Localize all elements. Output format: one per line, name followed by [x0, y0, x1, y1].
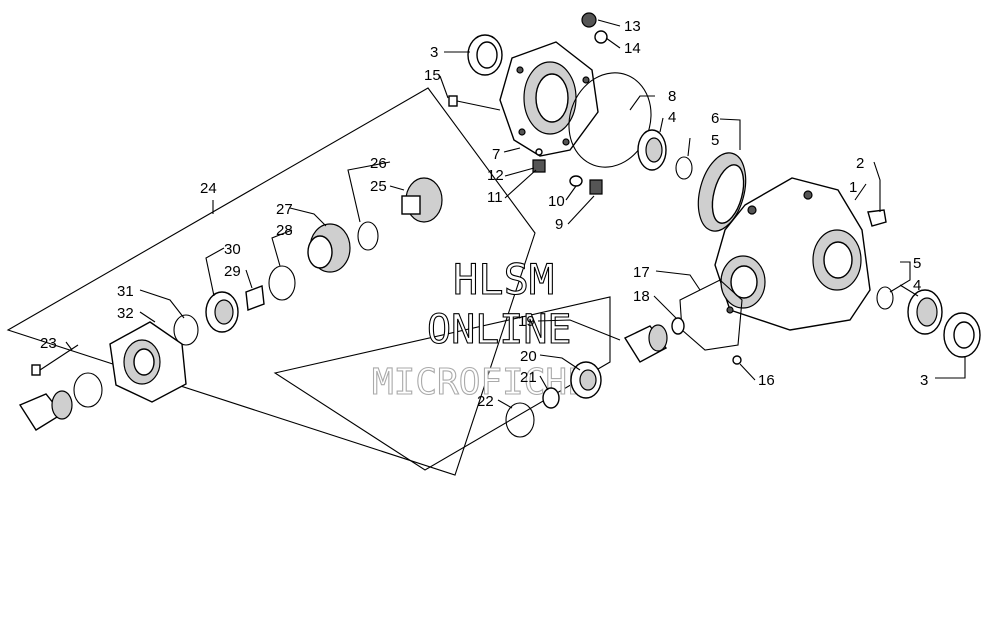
seal-part-top	[467, 34, 503, 76]
gear-part-25	[401, 177, 443, 223]
washer-part-10	[569, 175, 583, 187]
bolt-part-15	[448, 95, 501, 111]
callout-5-top: 5	[711, 132, 719, 149]
hub-part-27	[307, 223, 351, 273]
callout-19: 19	[518, 313, 535, 330]
plug-part-9	[589, 179, 603, 195]
callout-5-bottom: 5	[913, 255, 921, 272]
callout-2: 2	[856, 155, 864, 172]
watermark-line2: ONLINE	[427, 307, 572, 353]
seal-part-left	[73, 372, 103, 408]
bearing-part-20	[570, 361, 602, 399]
assembly-19-outline	[273, 296, 611, 471]
callout-21: 21	[520, 369, 537, 386]
vent-part	[867, 209, 887, 227]
callout-4-bottom: 4	[913, 277, 921, 294]
snap-ring-part-22	[505, 402, 535, 438]
bearing-part-upper	[637, 129, 667, 171]
callout-24: 24	[200, 180, 217, 197]
watermark-line1: HLSM	[453, 255, 554, 304]
callout-18: 18	[633, 288, 650, 305]
leader-lines	[65, 19, 966, 409]
collar-part-21	[542, 387, 560, 409]
callout-20: 20	[520, 348, 537, 365]
spacer-part-29	[245, 285, 265, 311]
callout-22: 22	[477, 393, 494, 410]
callout-14: 14	[624, 40, 641, 57]
bearing-part-30	[205, 291, 239, 333]
bushing-part-18	[671, 317, 685, 335]
ring-part-31	[173, 314, 199, 346]
callout-labels: 1 2 3 3 4 4 5 5 6 7 8 9 10 11 12 13 14 1…	[40, 18, 928, 410]
assembly-24-outline	[6, 87, 536, 476]
snap-ring-part-upper	[675, 156, 693, 180]
callout-4-top: 4	[668, 109, 676, 126]
callout-6: 6	[711, 110, 719, 127]
ring-part-26	[357, 221, 379, 251]
callout-7: 7	[492, 146, 500, 163]
housing-part-32	[109, 321, 187, 403]
ring-part-28	[268, 265, 296, 301]
ring-gear-part	[697, 152, 747, 232]
callout-23: 23	[40, 335, 57, 352]
snap-ring-part-lower	[876, 286, 894, 310]
seal-part-lower	[943, 312, 981, 358]
flange-shaft-part	[18, 390, 73, 431]
callout-25: 25	[370, 178, 387, 195]
callout-30: 30	[224, 241, 241, 258]
callout-1: 1	[849, 179, 857, 196]
dowel-part-16	[732, 355, 742, 365]
callout-26: 26	[370, 155, 387, 172]
callout-27: 27	[276, 201, 293, 218]
callout-11: 11	[487, 189, 503, 206]
washer-part-14	[594, 30, 608, 44]
callout-17: 17	[633, 264, 650, 281]
callout-15: 15	[424, 67, 441, 84]
callout-12: 12	[487, 167, 504, 184]
callout-13: 13	[624, 18, 641, 35]
callout-10: 10	[548, 193, 565, 210]
callout-32: 32	[117, 305, 134, 322]
pinion-gear-part	[623, 324, 668, 363]
washer-part-12	[535, 148, 543, 156]
plug-part-11	[532, 159, 546, 173]
plug-part-13	[581, 12, 597, 28]
callout-3-bottom: 3	[920, 372, 928, 389]
callout-31: 31	[117, 283, 134, 300]
callout-9: 9	[555, 216, 563, 233]
callout-8: 8	[668, 88, 676, 105]
callout-16: 16	[758, 372, 775, 389]
callout-28: 28	[276, 222, 293, 239]
cover-housing-part	[499, 41, 599, 157]
callout-29: 29	[224, 263, 241, 280]
gear-case-part	[714, 177, 871, 331]
bearing-part-lower	[907, 289, 943, 335]
callout-3-top: 3	[430, 44, 438, 61]
